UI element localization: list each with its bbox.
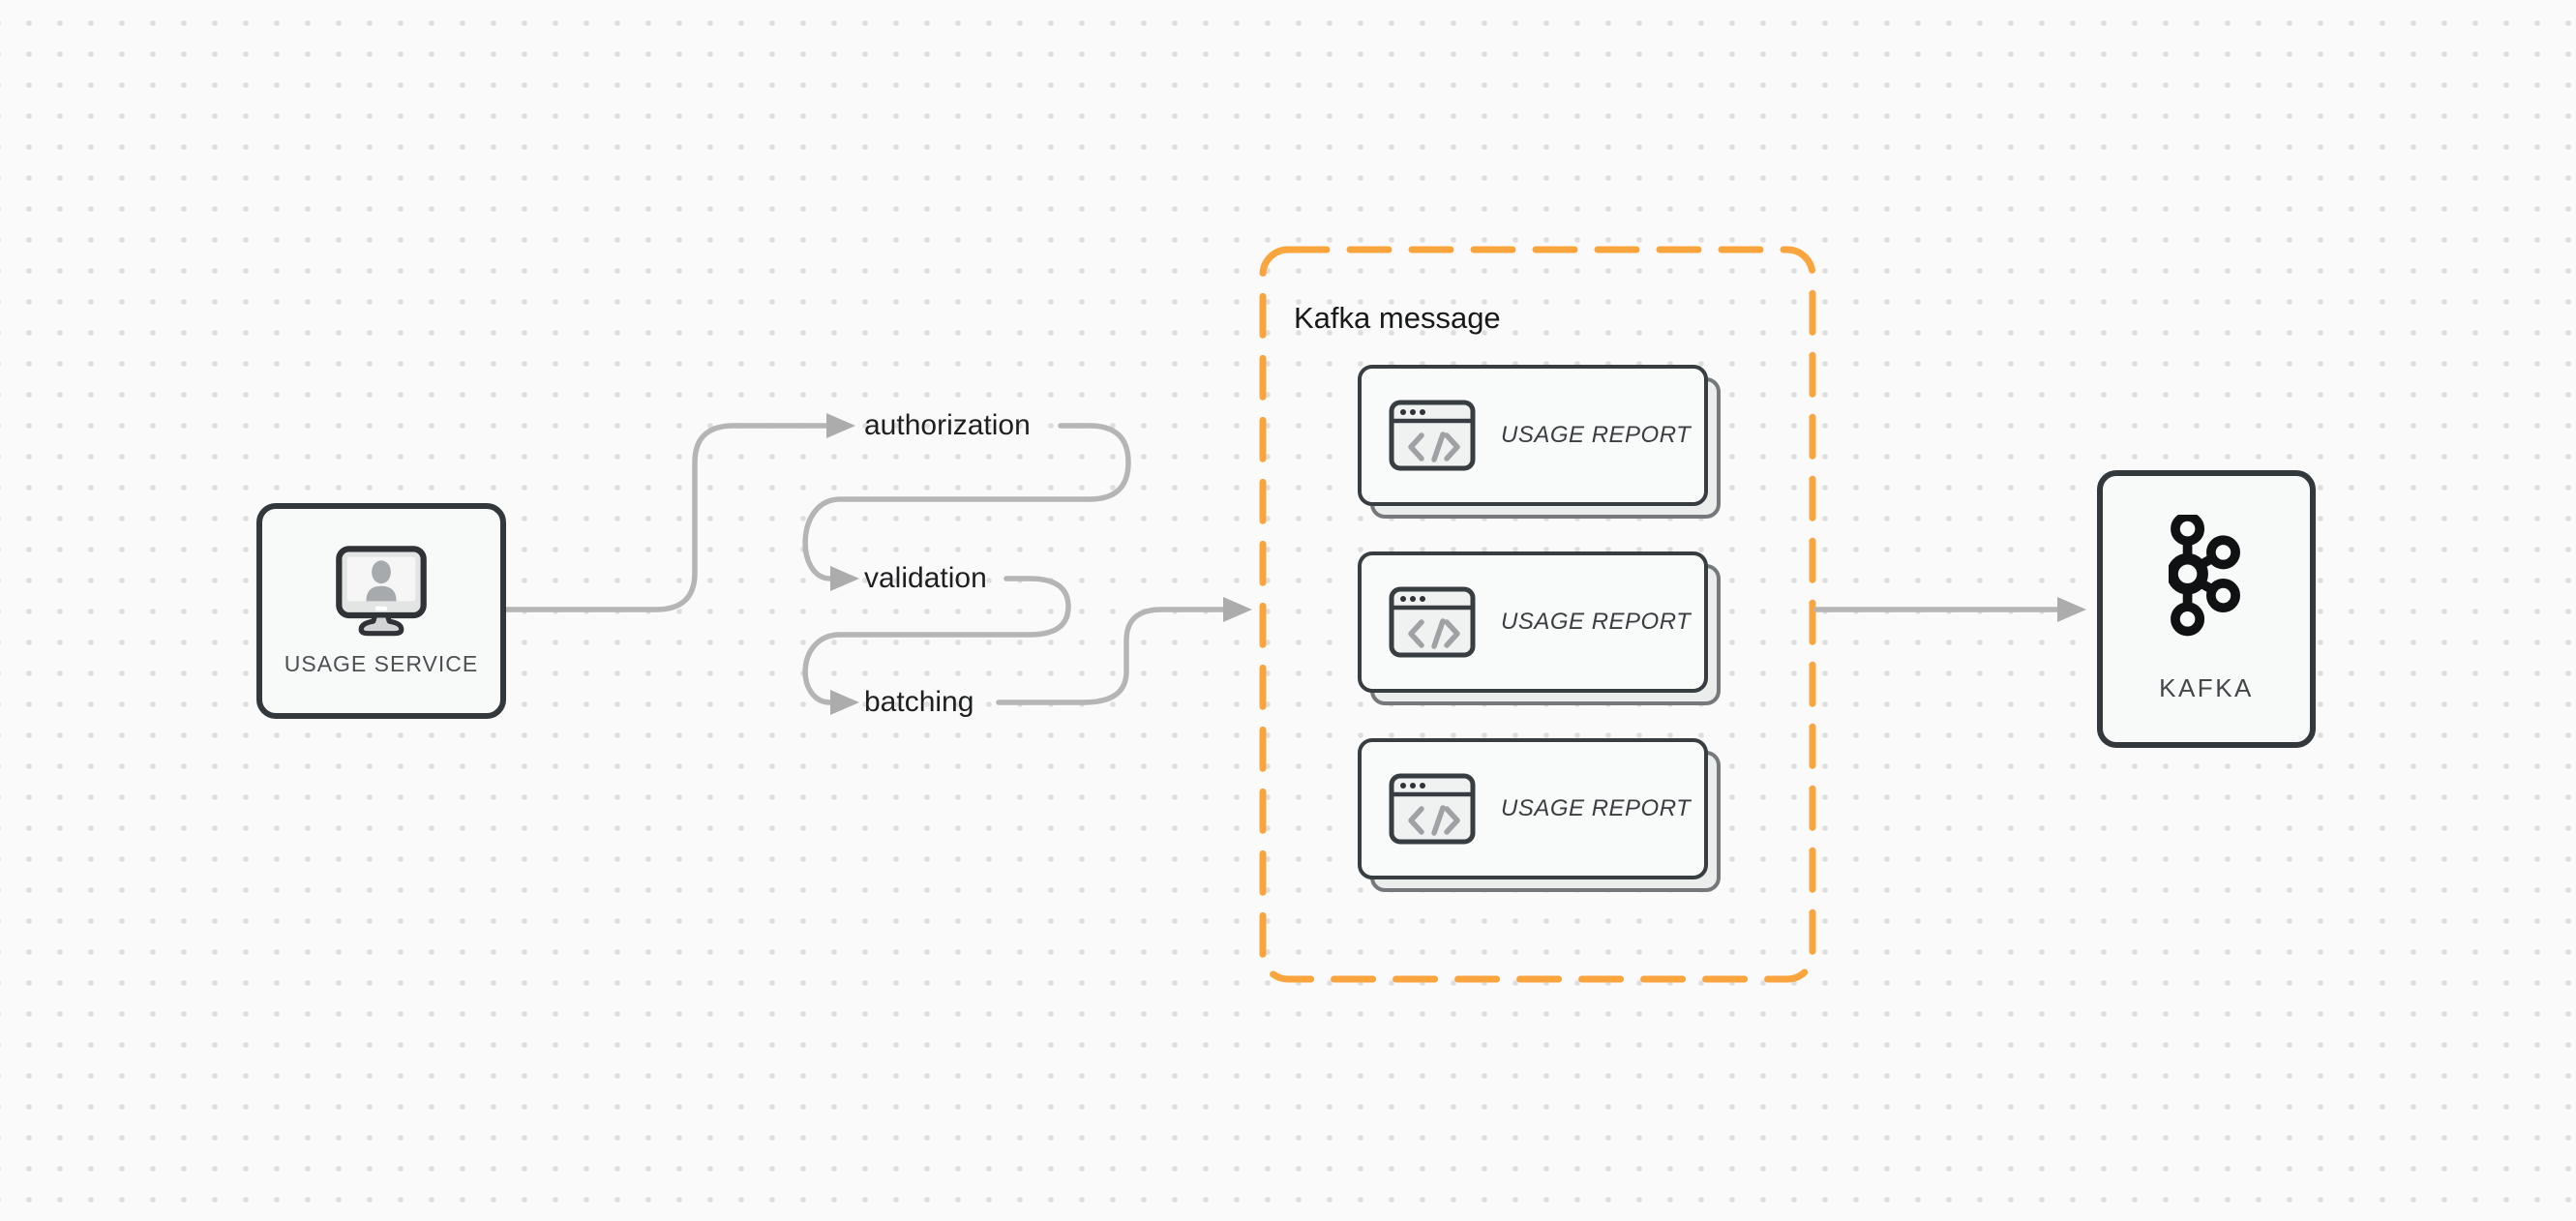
usage-report-card: USAGE REPORT [1358,738,1721,892]
kafka-label: KAFKA [2159,673,2254,702]
usage-report-card-front: USAGE REPORT [1358,738,1708,879]
connector-authorization-to-validation [802,423,1131,591]
kafka-node: KAFKA [2097,470,2316,748]
connector-validation-to-batching [802,576,1071,715]
kafka-logo-icon [2169,515,2240,637]
monitor-user-icon [336,546,427,637]
usage-report-card: USAGE REPORT [1358,551,1721,705]
code-window-icon [1389,586,1476,658]
pipeline-step-batching: batching [864,686,974,718]
usage-report-card: USAGE REPORT [1358,365,1721,519]
connector-service-to-authorization [502,413,855,612]
usage-report-label: USAGE REPORT [1501,422,1692,448]
usage-service-node: USAGE SERVICE [256,503,506,719]
usage-report-card-front: USAGE REPORT [1358,365,1708,506]
usage-service-label: USAGE SERVICE [284,651,479,676]
code-window-icon [1389,400,1476,471]
pipeline-step-validation: validation [864,562,987,594]
pipeline-step-authorization: authorization [864,409,1031,441]
usage-report-label: USAGE REPORT [1501,609,1692,635]
kafka-message-group-title: Kafka message [1294,301,1501,335]
usage-report-card-front: USAGE REPORT [1358,551,1708,693]
connector-batching-to-kafka-message [996,597,1252,705]
code-window-icon [1389,773,1476,845]
usage-report-label: USAGE REPORT [1501,795,1692,821]
